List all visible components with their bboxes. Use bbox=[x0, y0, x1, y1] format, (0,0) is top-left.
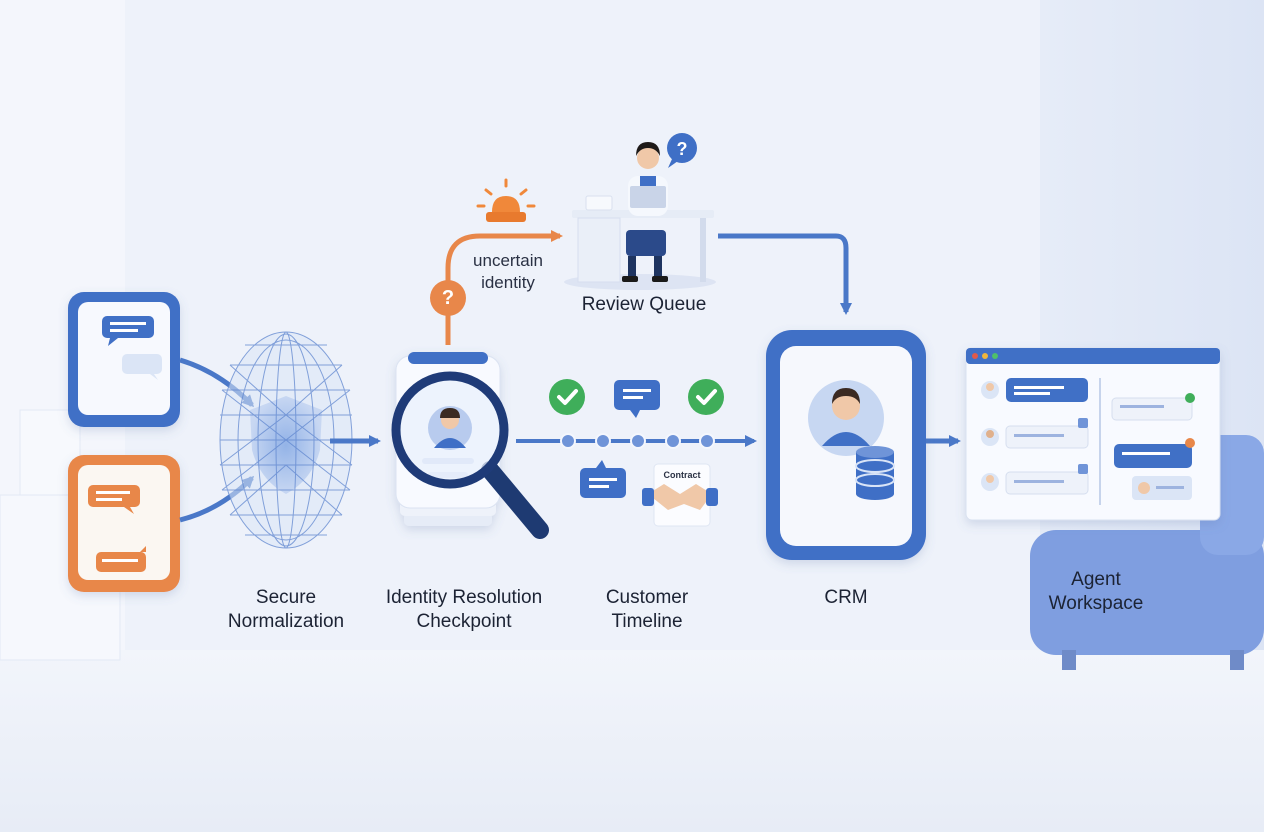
secure-normalization-label: Secure Normalization bbox=[206, 586, 366, 634]
secure-line: Secure bbox=[255, 587, 317, 608]
uncertain-line: uncertain bbox=[473, 251, 543, 270]
timeline-message-icon bbox=[580, 380, 660, 498]
handshake-icon bbox=[642, 484, 718, 510]
question-mark-blue: ? bbox=[677, 139, 688, 159]
identity-line: identity bbox=[481, 273, 535, 292]
normalization-line: Normalization bbox=[227, 611, 345, 632]
chat-channel-card-blue bbox=[68, 292, 180, 427]
timeline-line: Timeline bbox=[611, 611, 683, 632]
alarm-light-icon bbox=[476, 178, 536, 222]
contract-label: Contract bbox=[663, 470, 700, 480]
crm-device bbox=[766, 330, 926, 560]
customer-line: Customer bbox=[605, 587, 689, 608]
mesh-shield-icon bbox=[219, 331, 353, 549]
chat-channel-card-orange bbox=[68, 455, 180, 592]
workspace-line: Workspace bbox=[1048, 593, 1144, 614]
question-bubble-icon bbox=[430, 280, 466, 316]
magnifier-icon bbox=[391, 371, 549, 539]
agent-line: Agent bbox=[1071, 569, 1121, 590]
crm-label: CRM bbox=[824, 587, 868, 608]
identity-resolution-line: Identity Resolution bbox=[385, 587, 543, 608]
check-circle-icon bbox=[549, 379, 724, 415]
uncertain-identity-label: uncertain identity bbox=[458, 250, 558, 294]
customer-timeline-label: Customer Timeline bbox=[580, 586, 714, 634]
review-queue-label: Review Queue bbox=[581, 294, 707, 315]
checkpoint-line: Checkpoint bbox=[416, 611, 512, 632]
database-icon bbox=[855, 446, 895, 500]
identity-resolution-label: Identity Resolution Checkpoint bbox=[362, 586, 566, 634]
reviewer-person-icon bbox=[564, 142, 716, 290]
question-mark-orange: ? bbox=[442, 287, 454, 309]
agent-workspace-window bbox=[965, 347, 1221, 521]
timeline-nodes bbox=[560, 433, 715, 449]
help-bubble-icon bbox=[667, 133, 697, 168]
agent-workspace-label: Agent Workspace bbox=[1030, 568, 1162, 616]
